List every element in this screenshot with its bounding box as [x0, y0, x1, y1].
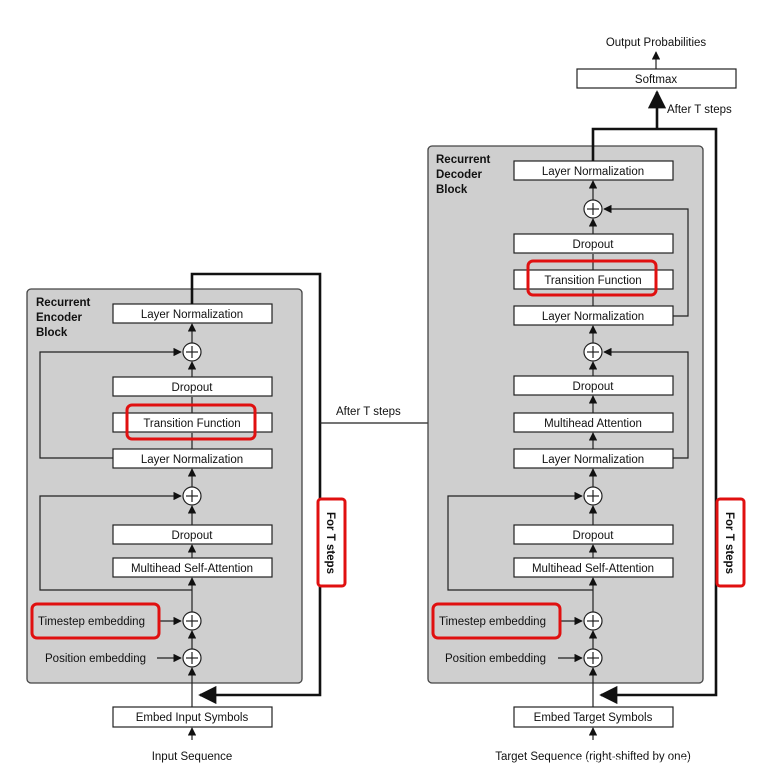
decoder-timestep-label: Timestep embedding: [439, 616, 546, 628]
decoder-flow-arrows: [447, 180, 689, 740]
decoder-add-circle-1: [583, 199, 603, 219]
encoder-block-title: Recurrent Encoder Block: [36, 297, 94, 339]
svg-text:Dropout: Dropout: [573, 239, 615, 251]
output-probabilities: Output Probabilities: [606, 37, 707, 49]
svg-text:Multihead Self-Attention: Multihead Self-Attention: [532, 563, 654, 575]
decoder-layer-norm-2: Layer Normalization: [513, 305, 674, 326]
svg-text:Transition Function: Transition Function: [143, 418, 240, 430]
decoder-timestep-highlight: [431, 602, 562, 640]
decoder-layer-norm-top: Layer Normalization: [513, 160, 674, 181]
decoder-multihead-attention: Multihead Attention: [513, 412, 674, 433]
encoder-add-circle-4: [182, 648, 202, 668]
watermark: https://blog.csdn.net/taiyuan_sjtu: [561, 755, 762, 769]
decoder-embed-target: Embed Target Symbols: [513, 706, 674, 728]
encoder-for-t-steps: For T steps: [316, 497, 347, 588]
encoder-transition-function: Transition Function: [112, 412, 273, 433]
svg-text:Layer Normalization: Layer Normalization: [542, 454, 644, 466]
decoder-dropout-3: Dropout: [513, 524, 674, 545]
decoder-layer-norm-3: Layer Normalization: [513, 448, 674, 469]
svg-text:Layer Normalization: Layer Normalization: [542, 166, 644, 178]
decoder-transition-highlight: [526, 259, 658, 297]
encoder-position-label: Position embedding: [45, 653, 146, 665]
svg-text:Dropout: Dropout: [172, 382, 214, 394]
decoder-position-label: Position embedding: [445, 653, 546, 665]
decoder-add-circle-5: [583, 648, 603, 668]
encoder-dropout-low: Dropout: [112, 524, 273, 545]
encoder-dropout-top: Dropout: [112, 376, 273, 397]
svg-text:Multihead Attention: Multihead Attention: [544, 418, 642, 430]
decoder-transition-function: Transition Function: [513, 269, 674, 290]
svg-text:For T steps: For T steps: [723, 512, 735, 574]
encoder-input-sequence: Input Sequence: [152, 751, 233, 763]
encoder-add-circle-1: [182, 342, 202, 362]
svg-text:Embed Input Symbols: Embed Input Symbols: [136, 712, 249, 724]
encoder-recurrence-loop: [190, 272, 322, 705]
encoder-self-attention: Multihead Self-Attention: [112, 557, 273, 578]
decoder-recurrence-loop: [591, 90, 718, 705]
decoder-add-circle-3: [583, 486, 603, 506]
softmax-box: Softmax: [576, 68, 737, 89]
encoder-layer-norm-top: Layer Normalization: [112, 303, 273, 324]
decoder-for-t-steps: For T steps: [715, 497, 746, 588]
decoder-block-title: Recurrent Decoder Block: [436, 154, 494, 196]
encoder-timestep-highlight: [30, 602, 161, 640]
encoder-add-circle-3: [182, 611, 202, 631]
encoder-transition-highlight: [125, 403, 257, 441]
svg-text:Dropout: Dropout: [172, 530, 214, 542]
decoder-dropout-2: Dropout: [513, 375, 674, 396]
decoder-target-sequence: Target Sequence (right-shifted by one): [495, 751, 691, 763]
top-after-steps: After T steps: [667, 104, 732, 116]
decoder-dropout-1: Dropout: [513, 233, 674, 254]
svg-text:Transition Function: Transition Function: [544, 275, 641, 287]
svg-text:Multihead Self-Attention: Multihead Self-Attention: [131, 563, 253, 575]
encoder-embed-input: Embed Input Symbols: [112, 706, 273, 728]
encoder-flow-arrows: [39, 323, 197, 740]
encoder-layer-norm-mid: Layer Normalization: [112, 448, 273, 469]
svg-text:Layer Normalization: Layer Normalization: [542, 311, 644, 323]
encoder-timestep-label: Timestep embedding: [38, 616, 145, 628]
decoder-self-attention: Multihead Self-Attention: [513, 557, 674, 578]
svg-text:For T steps: For T steps: [324, 512, 336, 574]
svg-text:Dropout: Dropout: [573, 530, 615, 542]
encoder-add-circle-2: [182, 486, 202, 506]
svg-text:Layer Normalization: Layer Normalization: [141, 309, 243, 321]
svg-text:Dropout: Dropout: [573, 381, 615, 393]
bridge-after-steps: After T steps: [336, 406, 401, 418]
decoder-add-circle-2: [583, 342, 603, 362]
svg-text:Softmax: Softmax: [635, 74, 677, 86]
decoder-add-circle-4: [583, 611, 603, 631]
svg-text:Embed Target Symbols: Embed Target Symbols: [534, 712, 653, 724]
svg-text:Layer Normalization: Layer Normalization: [141, 454, 243, 466]
